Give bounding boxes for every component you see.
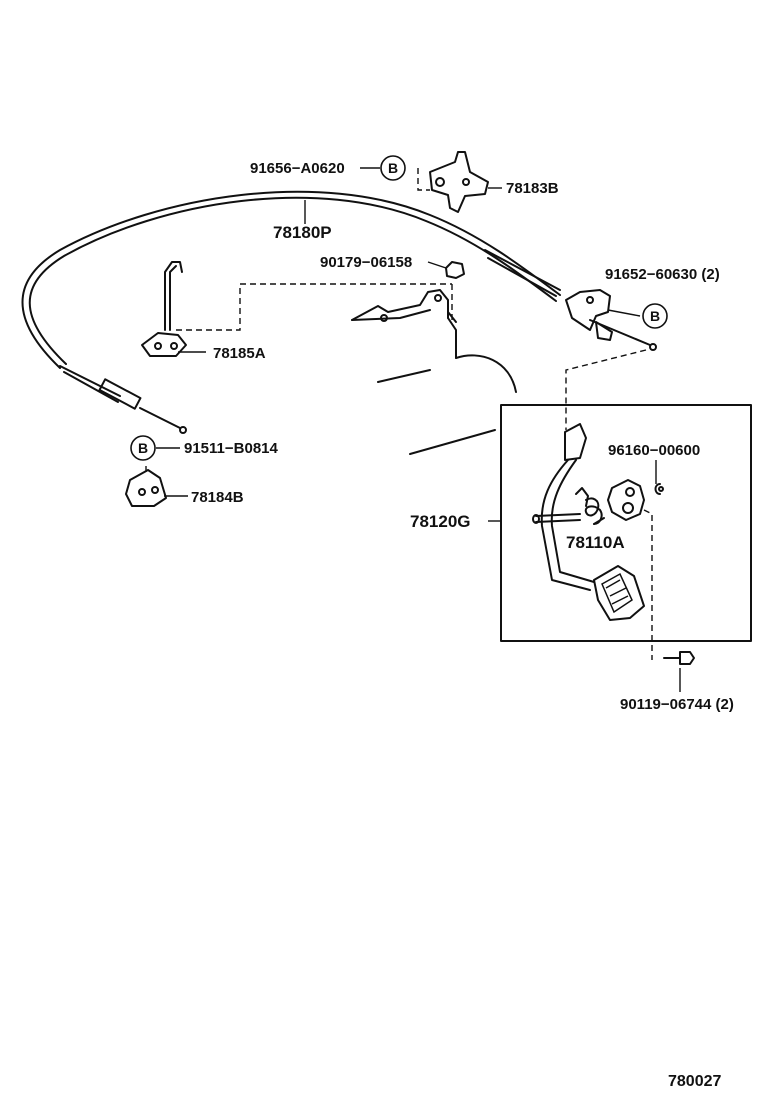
accelerator-cable <box>21 190 657 434</box>
callout-b-left: B <box>130 435 156 461</box>
label-91656-A0620: 91656−A0620 <box>250 160 345 177</box>
spring-78110A-icon <box>575 487 605 525</box>
callout-b-right: B <box>642 303 668 329</box>
label-78184B: 78184B <box>191 489 244 506</box>
svg-text:B: B <box>138 440 148 456</box>
pedal-assembly-box <box>500 404 752 642</box>
label-91652-60630: 91652−60630 (2) <box>605 266 720 283</box>
pedal-78120G-icon <box>532 423 645 621</box>
label-78120G: 78120G <box>410 512 471 531</box>
bolt-90119-icon <box>663 651 695 665</box>
label-78185A: 78185A <box>213 345 266 362</box>
label-91511-B0814: 91511−B0814 <box>184 440 279 457</box>
svg-text:B: B <box>388 160 398 176</box>
diagram-reference-number: 780027 <box>668 1073 721 1090</box>
pedal-bracket-icon <box>607 479 664 521</box>
leader-lines <box>156 167 681 692</box>
bracket-78185A-icon <box>141 261 187 357</box>
label-78183B: 78183B <box>506 180 559 197</box>
label-90179-06158: 90179−06158 <box>320 254 412 271</box>
dashed-guides <box>145 168 653 660</box>
bracket-78184B-icon <box>125 469 167 507</box>
nut-90179-icon <box>445 261 465 279</box>
label-78110A: 78110A <box>566 533 625 552</box>
bracket-78183B-icon <box>429 151 489 213</box>
callout-b-top: B <box>380 155 406 181</box>
label-78180P: 78180P <box>273 223 332 242</box>
label-96160-00600: 96160−00600 <box>608 442 700 459</box>
cable-bracket-icon <box>565 289 613 341</box>
svg-text:B: B <box>650 308 660 324</box>
label-90119-06744: 90119−06744 (2) <box>620 696 734 713</box>
body-contour <box>351 289 517 455</box>
